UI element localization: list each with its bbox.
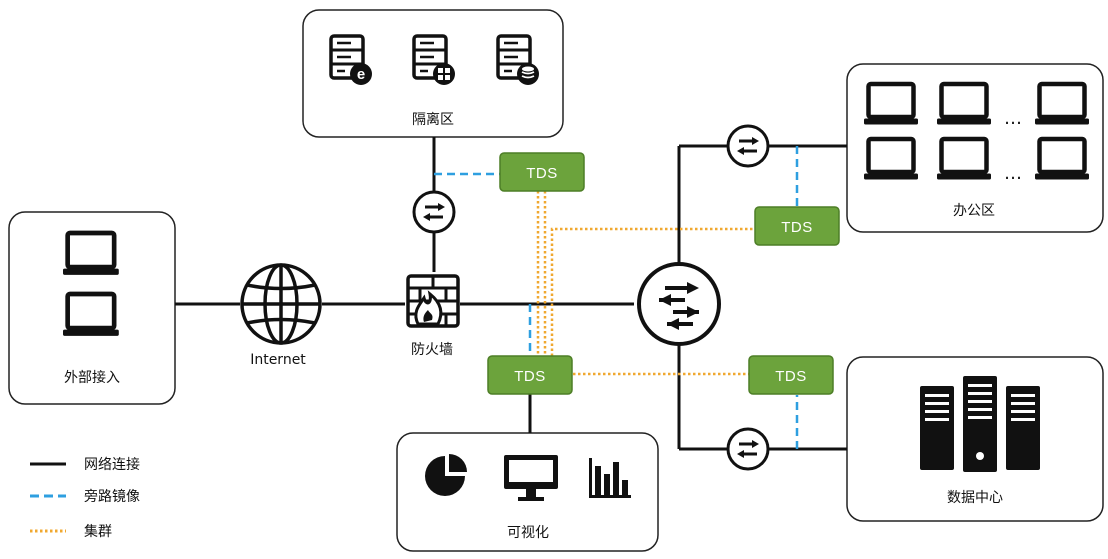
legend-label-mirror: 旁路镜像 [84,488,140,505]
svg-text:e: e [357,66,365,83]
laptop-icon [937,139,991,180]
firewall-icon [406,274,460,328]
database-server-icon [496,34,539,85]
tds-box-isolation: TDS [499,152,585,192]
pie-chart-icon [425,454,467,496]
svg-text:TDS: TDS [775,368,807,385]
datacenter-zone-label: 数据中心 [947,490,1003,506]
tds-box-datacenter: TDS [748,355,834,395]
bar-chart-icon [589,458,631,498]
tds-box-office: TDS [754,206,840,246]
laptop-icon [1035,139,1089,180]
switch-icon-datacenter [726,427,770,471]
legend: 网络连接 旁路镜像 集群 [30,456,140,540]
office-ellipsis-top: … [1004,108,1022,129]
switch-icon-isolation [412,190,456,234]
firewall-label: 防火墙 [411,342,453,358]
network-connection-lines [175,137,847,451]
tds-box-main: TDS [487,355,573,395]
legend-label-cluster: 集群 [84,523,112,540]
app-server-icon [412,34,455,85]
laptop-icon [63,233,119,275]
internet-label: Internet [250,352,306,368]
bypass-mirror-lines [434,146,799,449]
laptop-icon [63,294,119,336]
external-zone-label: 外部接入 [64,369,120,386]
core-switch-icon [637,262,721,346]
laptop-icon [864,139,918,180]
monitor-icon [504,455,558,501]
web-server-icon: e [329,34,372,85]
svg-text:TDS: TDS [514,368,546,385]
laptop-icon [1035,84,1089,125]
laptop-icon [864,84,918,125]
laptop-icon [937,84,991,125]
svg-text:TDS: TDS [526,165,558,182]
server-rack-icon [920,376,1040,472]
office-zone-label: 办公区 [953,203,995,219]
legend-label-network: 网络连接 [84,456,140,473]
cluster-lines [536,191,755,376]
visualization-zone-label: 可视化 [507,525,549,541]
internet-globe-icon [240,263,322,345]
switch-icon-office [726,124,770,168]
office-ellipsis-bottom: … [1004,163,1022,184]
isolation-zone-label: 隔离区 [412,111,454,128]
svg-text:TDS: TDS [781,219,813,236]
